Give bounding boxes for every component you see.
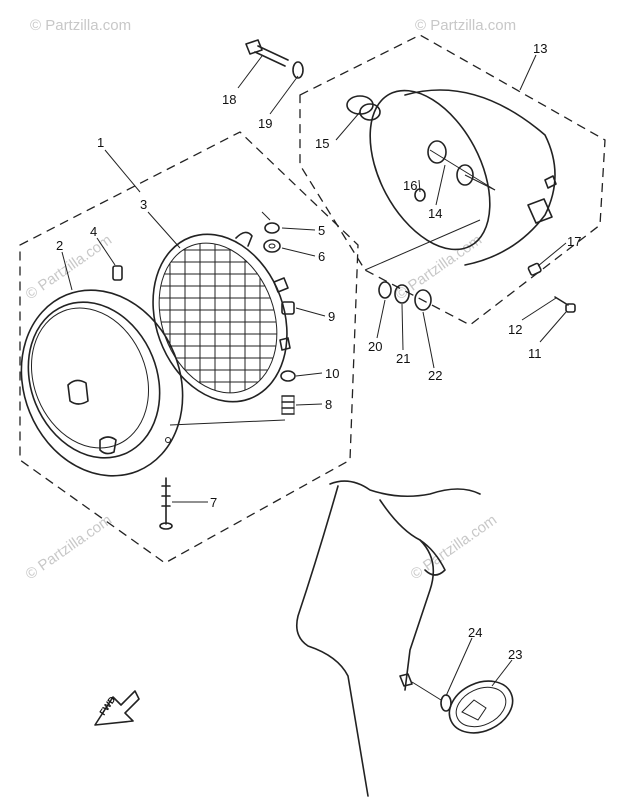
- callout-14: 14: [428, 206, 442, 221]
- callout-13: 13: [533, 41, 547, 56]
- callout-10: 10: [325, 366, 339, 381]
- watermark-text: © Partzilla.com: [23, 511, 116, 583]
- socket-part-9: [281, 301, 295, 315]
- washer-part-24: [411, 681, 452, 712]
- callout-24: 24: [468, 625, 482, 640]
- callout-2: 2: [56, 238, 63, 253]
- washer-part-6: [263, 239, 281, 253]
- screw-part-4: [112, 265, 123, 281]
- callout-9: 9: [328, 309, 335, 324]
- callout-6: 6: [318, 249, 325, 264]
- callout-labels: 1 2 3 4 5 6 7 8 9 10 11 12 13 14 15 16 1…: [56, 41, 581, 662]
- screw-part-7: [159, 477, 173, 530]
- screw-part-12-11: [554, 296, 576, 313]
- callout-4: 4: [90, 224, 97, 239]
- cap-part-17: [527, 262, 542, 276]
- watermark-text: © Partzilla.com: [30, 17, 131, 34]
- headlight-rim: [20, 289, 184, 477]
- callout-8: 8: [325, 397, 332, 412]
- callout-18: 18: [222, 92, 236, 107]
- callout-7: 7: [210, 495, 217, 510]
- callout-19: 19: [258, 116, 272, 131]
- callout-23: 23: [508, 647, 522, 662]
- callout-leaders: [61, 54, 567, 697]
- headlight-housing-boundary: [299, 34, 606, 326]
- callout-3: 3: [140, 197, 147, 212]
- callout-20: 20: [368, 339, 382, 354]
- nut-part-10: [280, 370, 296, 382]
- callout-16: 16: [403, 178, 417, 193]
- assembly-lines: [169, 149, 496, 426]
- headlight-housing: [369, 89, 557, 266]
- bolt-part-18: [245, 39, 289, 67]
- watermark-layer: © Partzilla.com © Partzilla.com © Partzi…: [23, 17, 517, 583]
- callout-17: 17: [567, 234, 581, 249]
- nut-part-5: [261, 211, 280, 234]
- headlight-assembly-boundary: [19, 131, 359, 564]
- callout-5: 5: [318, 223, 325, 238]
- frame-outline: [295, 480, 481, 797]
- callout-1: 1: [97, 135, 104, 150]
- watermark-text: © Partzilla.com: [415, 17, 516, 34]
- washer-part-19: [292, 61, 304, 79]
- callout-11: 11: [528, 346, 542, 361]
- watermark-text: © Partzilla.com: [408, 511, 501, 583]
- callout-12: 12: [508, 322, 522, 337]
- watermark-text: © Partzilla.com: [393, 231, 486, 303]
- callout-21: 21: [396, 351, 410, 366]
- sealed-beam-unit: [150, 231, 291, 403]
- washers-parts-20-21-22: [378, 281, 432, 311]
- grommet-part-15: [346, 95, 381, 121]
- reflector-part-23: [448, 680, 514, 734]
- spring-part-8: [281, 395, 295, 415]
- callout-15: 15: [315, 136, 329, 151]
- callout-22: 22: [428, 368, 442, 383]
- forward-direction-arrow: FWD: [94, 690, 140, 726]
- watermark-text: © Partzilla.com: [23, 231, 116, 303]
